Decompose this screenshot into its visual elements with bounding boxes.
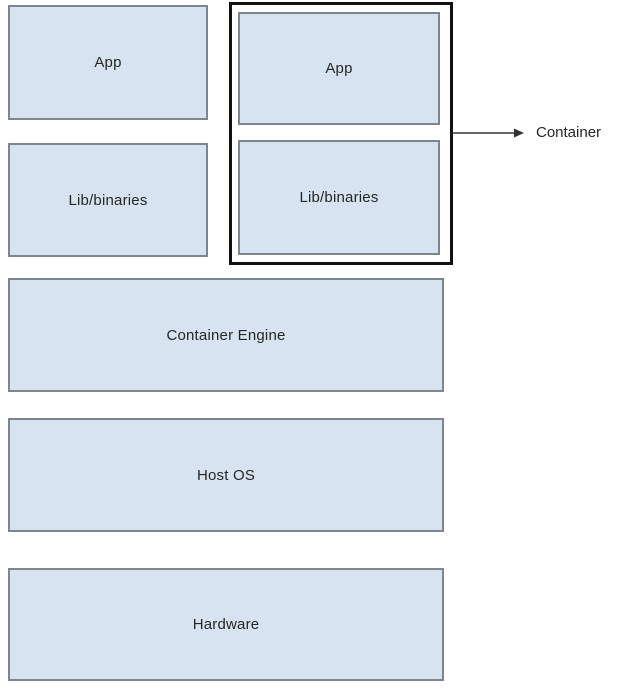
container-group-outline: App Lib/binaries <box>229 2 453 265</box>
container-callout-label: Container <box>536 124 602 141</box>
app-box-left: App <box>8 5 208 120</box>
lib-binaries-box-left: Lib/binaries <box>8 143 208 257</box>
host-os-box: Host OS <box>8 418 444 532</box>
container-callout-arrow <box>452 128 524 138</box>
lib-binaries-box-in-container: Lib/binaries <box>238 140 440 255</box>
app-box-in-container: App <box>238 12 440 125</box>
hardware-box: Hardware <box>8 568 444 681</box>
container-engine-box: Container Engine <box>8 278 444 392</box>
